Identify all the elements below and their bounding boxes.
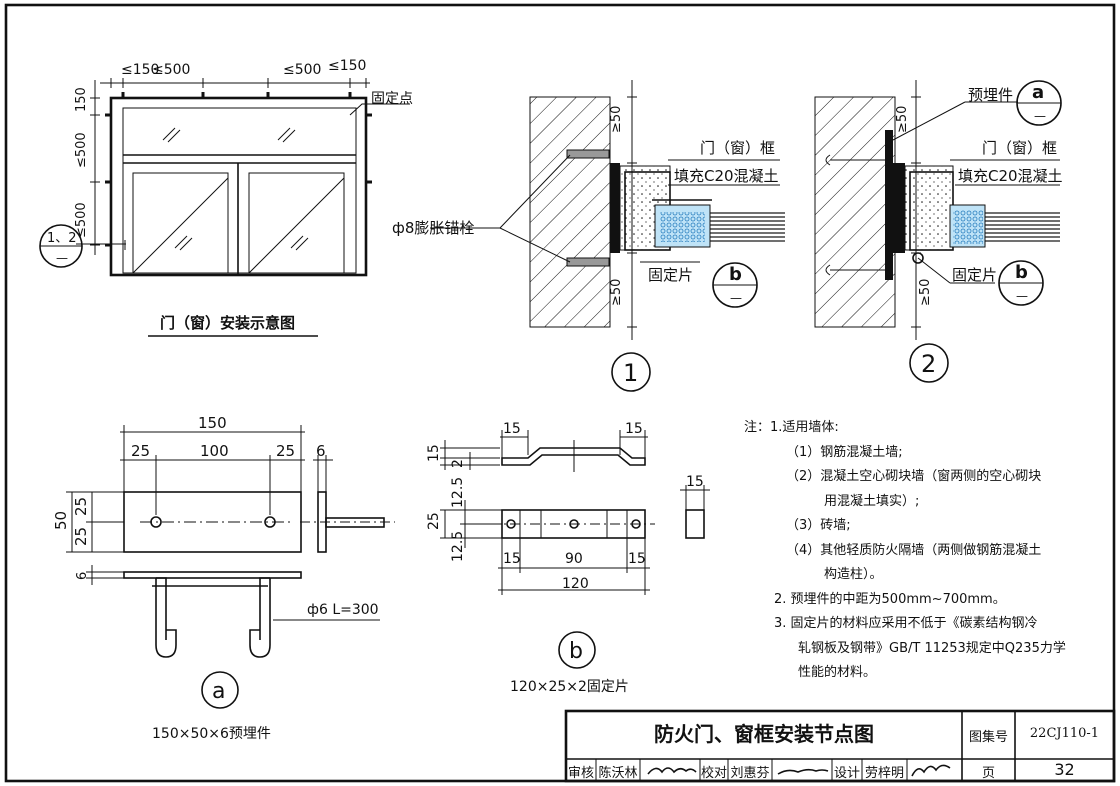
detail1-dim-bottom: ≥50 [609,279,624,306]
part-b-dim-15-d: 15 [503,551,521,567]
detail2-ref-a-bottom: — [1034,109,1046,123]
detail1-clip-label: 固定片 [648,266,693,284]
part-b-dim-15-f: 15 [686,474,704,490]
part-a-caption: 150×50×6预埋件 [152,726,271,742]
sketch-ref-bottom: — [56,251,68,265]
sketch-dim-left-2: ≤500 [74,132,89,168]
checker-name: 刘惠芬 [730,766,770,781]
notes-block: 注：1.适用墙体: （1）钢筋混凝土墙; （2）混凝土空心砌块墙（窗两侧的空心砌… [744,416,1104,686]
sketch-dim-top-4: ≤150 [328,58,366,74]
detail1-number-circle [611,352,651,392]
detail2-ref-a-top: a [1032,82,1044,103]
part-a-dim-50: 50 [52,511,70,530]
detail2-ref-b-bottom: — [1016,289,1028,303]
reviewer-name: 陈沃林 [598,766,638,781]
sketch-dim-left-1: 150 [74,87,89,112]
sketch-dim-top-2: ≤500 [152,62,190,78]
detail2-clip-label: 固定片 [952,266,997,284]
title-block [564,709,1116,783]
sketch-dim-left-3: ≤500 [74,202,89,238]
sketch-dim-top-1: ≤150 [121,62,159,78]
note-line-2: （1）钢筋混凝土墙; [786,444,903,460]
note-line-9: 3. 固定片的材料应采用不低于《碳素结构钢冷 [774,616,1038,631]
part-b-dim-90: 90 [565,551,583,567]
note-line-8: 2. 预埋件的中距为500mm~700mm。 [774,591,1006,607]
part-b-dim-12-5-bottom: 12.5 [450,531,466,562]
detail2-frame-label: 门（窗）框 [982,139,1057,157]
part-b-dim-15-b: 15 [625,421,643,437]
note-line-1: 注：1.适用墙体: [744,420,839,435]
part-b-dim-2: 2 [450,459,466,468]
part-b-dim-15-a: 15 [503,421,521,437]
part-b-dim-15-e: 15 [628,551,646,567]
page-number: 32 [1054,760,1075,779]
detail-1-drawing [430,80,785,340]
part-b-letter: b [569,639,583,664]
note-line-6: （4）其他轻质防火隔墙（两侧做钢筋混凝土 [786,542,1042,558]
detail2-number-circle [909,343,949,383]
drawing-title: 防火门、窗框安装节点图 [654,722,874,746]
detail1-ref-b-bottom: — [730,291,742,305]
part-a-dim-6-top: 6 [316,442,326,460]
design-label: 设计 [833,766,860,781]
part-a-bar-label: ф6 L=300 [307,602,379,618]
detail1-dim-top: ≥50 [609,106,624,133]
part-b-drawing [440,430,710,595]
detail1-bolt-label: ф8膨胀锚栓 [392,219,474,237]
detail1-fill-label: 填充C20混凝土 [674,167,779,185]
note-line-10: 轧钢板及钢带》GB/T 11253规定中Q235力学 [798,640,1066,656]
note-line-5: （3）砖墙; [786,518,851,533]
detail2-number: 2 [921,350,936,378]
note-line-3: （2）混凝土空心砌块墙（窗两侧的空心砌块 [786,469,1042,484]
part-a-letter-circle [201,671,239,709]
check-label: 校对 [700,766,727,781]
detail2-dim-bottom: ≥50 [918,279,933,306]
sketch-title: 门（窗）安装示意图 [160,314,295,332]
part-a-letter: a [212,679,225,704]
sheet-border [4,3,1116,783]
detail-2-drawing [814,80,1060,340]
part-a-dim-25-left: 25 [131,442,150,460]
atlas-number: 22CJ110-1 [1029,726,1100,741]
detail2-fill-label: 填充C20混凝土 [958,167,1063,185]
part-b-caption: 120×25×2固定片 [510,679,629,695]
detail2-embed-label: 预埋件 [968,86,1013,104]
part-b-dim-15-c: 15 [426,444,442,462]
part-a-dim-25-top: 25 [72,497,90,516]
part-a-dim-100: 100 [200,442,229,460]
detail1-frame-label: 门（窗）框 [700,139,775,157]
part-b-letter-circle [558,631,596,669]
part-b-dim-12-5-top: 12.5 [450,477,466,508]
designer-name: 劳梓明 [864,766,904,781]
note-line-11: 性能的材料。 [798,665,877,680]
sketch-dim-top-3: ≤500 [283,62,321,78]
detail1-number: 1 [623,359,638,387]
sketch-ref-top: 1、2 [47,231,77,246]
part-a-dim-25-right: 25 [276,442,295,460]
part-a-dim-6-left: 6 [75,572,90,580]
detail1-ref-b-top: b [729,264,742,285]
page-label: 页 [981,766,995,781]
part-a-drawing [66,425,395,658]
part-b-dim-25: 25 [426,512,442,530]
review-label: 审核 [567,766,594,781]
note-line-7: 构造柱）。 [824,567,883,582]
part-a-dim-150: 150 [198,414,227,432]
installation-sketch [76,78,410,277]
detail2-dim-top: ≥50 [895,106,910,133]
part-b-dim-120: 120 [562,576,589,592]
detail2-ref-b-top: b [1015,262,1028,283]
fixing-point-label: 固定点 [371,91,413,107]
note-line-4: 用混凝土填实）; [824,493,920,509]
part-a-dim-25-bottom: 25 [72,527,90,546]
atlas-label: 图集号 [968,730,1008,745]
